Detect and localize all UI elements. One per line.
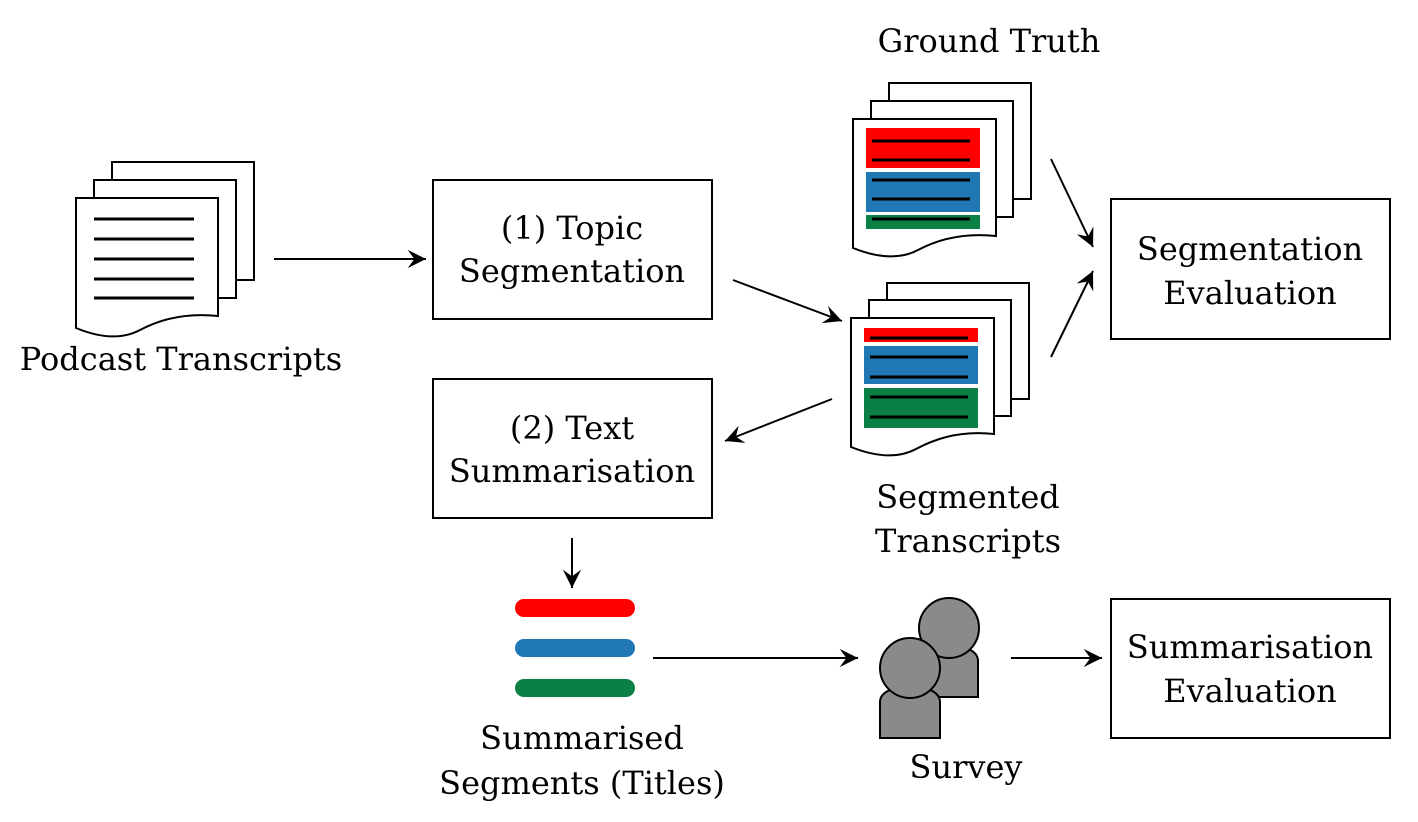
survey-label: Survey — [910, 748, 1023, 786]
segmented-transcripts-label-line2: Transcripts — [875, 522, 1061, 560]
segmented-transcripts-label-line1: Segmented — [876, 478, 1060, 516]
topic-segmentation-line2: Segmentation — [459, 252, 685, 290]
summarised-segments-icon — [515, 599, 635, 697]
topic-segmentation-box: (1) Topic Segmentation — [432, 179, 713, 320]
summarisation-evaluation-line2: Evaluation — [1163, 672, 1336, 710]
survey-people-icon — [879, 597, 980, 739]
summarised-segments-label-line1: Summarised — [480, 719, 684, 757]
summarisation-evaluation-line1: Summarisation — [1127, 628, 1373, 666]
ground-truth-label: Ground Truth — [878, 22, 1101, 60]
summarised-segments-label-line2: Segments (Titles) — [439, 764, 725, 802]
ground-truth-icon — [852, 82, 1032, 258]
arrow-groundtruth-to-evaluation — [1050, 158, 1094, 248]
segmented-transcripts-icon — [850, 282, 1030, 457]
text-summarisation-box: (2) Text Summarisation — [432, 378, 713, 519]
text-summarisation-line1: (2) Text — [510, 409, 634, 447]
arrow-segmentation-to-segmented — [732, 279, 843, 324]
text-summarisation-line2: Summarisation — [449, 452, 695, 490]
segmentation-evaluation-line1: Segmentation — [1137, 230, 1363, 268]
segmentation-evaluation-line2: Evaluation — [1163, 274, 1336, 312]
podcast-transcripts-icon — [75, 161, 255, 338]
arrow-segmented-to-evaluation — [1050, 270, 1094, 358]
segmentation-evaluation-box: Segmentation Evaluation — [1110, 198, 1391, 340]
topic-segmentation-line1: (1) Topic — [501, 209, 643, 247]
arrow-segmented-to-summarisation — [724, 398, 833, 443]
podcast-transcripts-label: Podcast Transcripts — [20, 340, 342, 378]
summarisation-evaluation-box: Summarisation Evaluation — [1110, 598, 1391, 739]
